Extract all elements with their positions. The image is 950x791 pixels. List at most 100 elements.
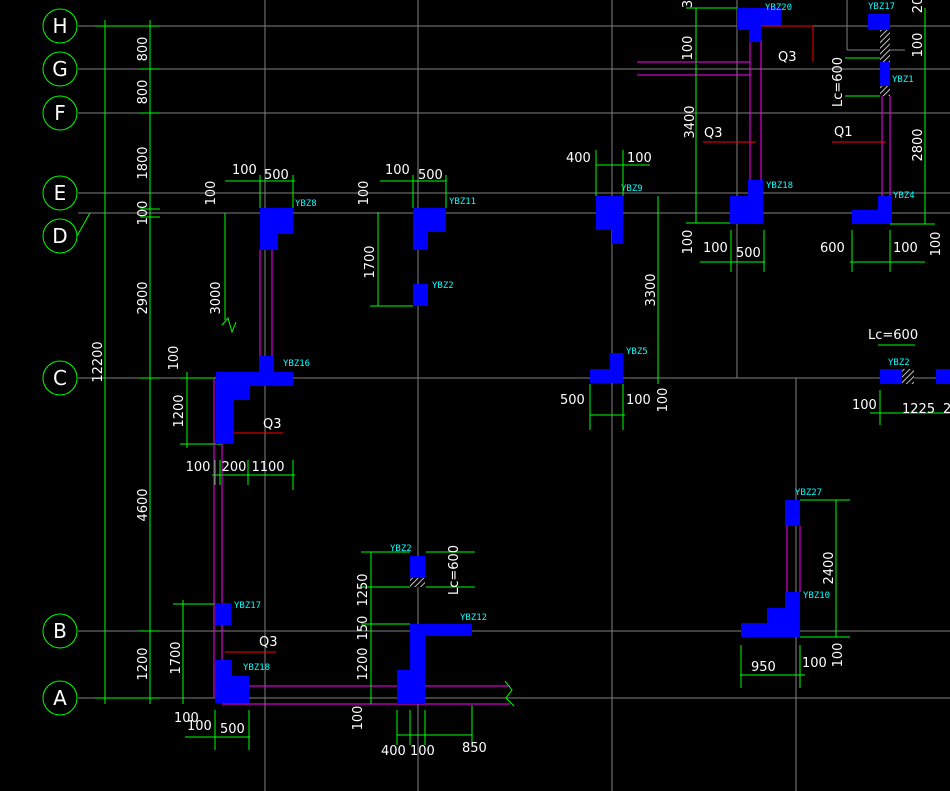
dim-1200-b: 1200 <box>356 647 371 680</box>
dim-1200-c: 1200 <box>172 394 187 427</box>
hatch-right <box>902 369 914 384</box>
tag-lc600-c: Lc=600 <box>447 545 462 595</box>
axis-label-a: A <box>53 686 67 710</box>
column-ybz2-mid <box>413 284 428 306</box>
tag-ybz11: YBZ11 <box>449 197 476 207</box>
tag-ybz17-left: YBZ17 <box>234 601 261 611</box>
axis-bubble-f <box>42 95 78 131</box>
tag-ybz4: YBZ4 <box>893 191 915 201</box>
column-ybz12 <box>397 624 472 704</box>
tag-ybz16: YBZ16 <box>283 359 310 369</box>
tag-ybz20: YBZ20 <box>765 3 792 13</box>
tag-ybz5: YBZ5 <box>626 347 648 357</box>
axis-bubble-c <box>42 360 78 396</box>
dim-150: 150 <box>356 616 371 641</box>
wall-group-c-left: 1200 100 100 200 1100 3000 YBZ16 Q3 YBZ1… <box>167 213 515 750</box>
column-ybz4 <box>852 196 892 224</box>
tag-ybz10: YBZ10 <box>803 591 830 601</box>
tag-ybz2-mid: YBZ2 <box>432 281 454 291</box>
dim-100-top-r: 100 <box>627 151 652 166</box>
hatch-top <box>880 30 890 62</box>
column-ybz17-left <box>215 603 231 625</box>
dim-200: 200 <box>222 460 247 475</box>
axis-bubbles: H G F E D C B A <box>42 8 91 716</box>
dim-1250: 1250 <box>356 573 371 606</box>
tag-ybz2-bottom: YBZ2 <box>390 544 412 554</box>
dim-100-b: 100 <box>351 706 366 731</box>
axis-label-g: G <box>52 57 68 81</box>
wall-group-ybz11: YBZ11 YBZ2 1700 100 100 500 <box>357 163 476 307</box>
axis-label-b: B <box>53 619 67 643</box>
dim-1200-left: 1200 <box>136 647 151 680</box>
column-ybz10 <box>741 592 800 637</box>
axis-bubble-e <box>42 175 78 211</box>
dim-20-top: 20 <box>911 0 926 13</box>
axis-bubble-h <box>42 8 78 44</box>
dim-100-e3: 100 <box>357 181 372 206</box>
dim-100-r2: 100 <box>893 241 918 256</box>
dim-800-a: 800 <box>136 37 151 62</box>
axis-label-e: E <box>54 181 67 205</box>
tag-lc600-a: Lc=600 <box>831 57 846 107</box>
dim-3000: 3000 <box>209 281 224 314</box>
dim-100-a2: 100 <box>187 719 212 734</box>
axis-label-d: D <box>52 224 67 248</box>
dim-100-r5: 100 <box>852 398 877 413</box>
dim-400-a: 400 <box>566 151 591 166</box>
column-ybz27 <box>785 500 800 526</box>
dim-500-e2: 500 <box>418 168 443 183</box>
dim-12200: 12200 <box>91 341 106 382</box>
dim-3-top: 3 <box>681 0 696 8</box>
column-ybz11 <box>413 208 446 250</box>
tag-ybz9: YBZ9 <box>621 184 643 194</box>
dim-100-c3: 100 <box>656 388 671 413</box>
wall-group-ybz8: YBZ8 100 500 100 <box>204 163 317 356</box>
break-mark <box>504 680 515 707</box>
tag-ybz18-top: YBZ18 <box>766 181 793 191</box>
dim-400-b: 400 <box>381 744 406 759</box>
column-ybz1 <box>880 62 890 86</box>
column-ybz8 <box>260 208 293 250</box>
dim-500-c: 500 <box>560 393 585 408</box>
column-right-edge <box>936 369 950 384</box>
column-ybz2-right <box>880 369 902 384</box>
dim-100-e4: 100 <box>385 163 410 178</box>
dim-100-c: 100 <box>167 346 182 371</box>
dim-500-r: 500 <box>736 246 761 261</box>
dim-100-r1: 100 <box>681 230 696 255</box>
break-mark <box>221 316 237 334</box>
hatch-bottom <box>410 578 425 587</box>
dim-2800: 2800 <box>911 128 926 161</box>
wall-group-top-right: YBZ20 Q3 3400 100 3 Q3 YBZ18 100 100 500… <box>637 0 944 272</box>
dim-1800: 1800 <box>136 146 151 179</box>
wall-group-ybz10: YBZ27 YBZ10 2400 100 950 100 <box>740 488 850 688</box>
dim-3400: 3400 <box>683 105 698 138</box>
dim-2400: 2400 <box>822 551 837 584</box>
dim-850: 850 <box>462 741 487 756</box>
tag-ybz2-right: YBZ2 <box>888 358 910 368</box>
tag-q3-top: Q3 <box>778 50 797 65</box>
wall-group-ybz12: YBZ2 Lc=600 YBZ12 1250 150 1200 100 400 … <box>351 544 487 759</box>
dim-100-left: 100 <box>136 201 151 226</box>
column-ybz18-bottom <box>215 660 249 703</box>
dim-100-b2: 100 <box>410 744 435 759</box>
dim-500-a: 500 <box>220 722 245 737</box>
wall-ref-line <box>761 25 814 62</box>
column-ybz2-bottom <box>410 556 425 578</box>
dim-4600: 4600 <box>136 488 151 521</box>
dim-100-200: 100 <box>186 460 211 475</box>
axis-bubble-a <box>42 680 78 716</box>
axis-bubble-b <box>42 613 78 649</box>
tag-ybz17-top: YBZ17 <box>868 2 895 12</box>
tag-ybz8: YBZ8 <box>295 199 317 209</box>
column-ybz5 <box>590 353 623 383</box>
hatch-ybz1 <box>880 86 890 96</box>
dim-1100: 1100 <box>251 460 284 475</box>
tag-ybz18-bottom: YBZ18 <box>243 663 270 673</box>
dim-950: 950 <box>751 660 776 675</box>
axis-lines <box>78 0 950 791</box>
dim-600-r: 600 <box>820 241 845 256</box>
column-ybz20 <box>737 8 781 42</box>
column-ybz18-top <box>730 180 763 224</box>
